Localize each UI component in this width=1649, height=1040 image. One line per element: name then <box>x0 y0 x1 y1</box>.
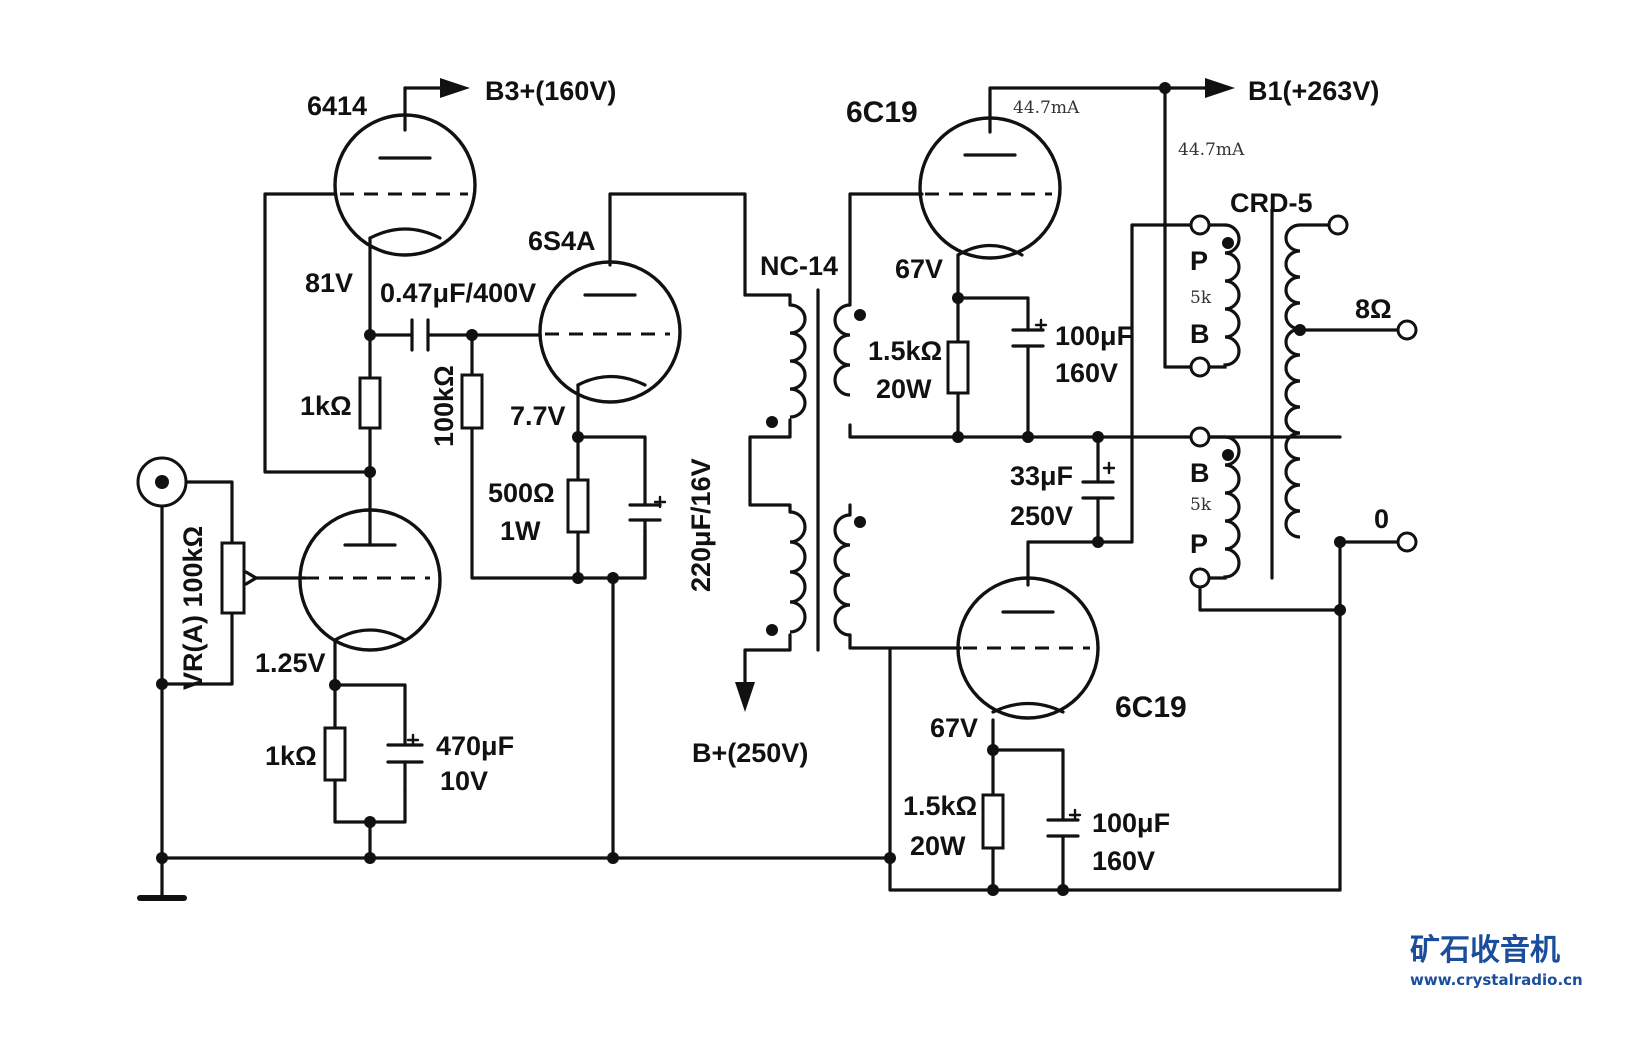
label-cap-047: 0.47μF/400V <box>380 278 536 308</box>
label-6414: 6414 <box>307 91 367 121</box>
watermark-url: www.crystalradio.cn <box>1410 971 1583 989</box>
label-b-bot: B <box>1190 458 1210 488</box>
label-bplus: B+(250V) <box>692 738 808 768</box>
label-160v-top: 160V <box>1055 358 1118 388</box>
label-b3: B3+(160V) <box>485 76 616 106</box>
label-77v: 7.7V <box>510 401 566 431</box>
label-6c19-top: 6C19 <box>846 96 918 129</box>
label-6c19-bottom: 6C19 <box>1115 691 1187 724</box>
label-1k-lower: 1kΩ <box>265 741 317 771</box>
label-current-b1: 44.7mA <box>1178 140 1245 160</box>
junction-dots <box>156 82 1346 896</box>
label-10v: 10V <box>440 766 488 796</box>
transformer-crd5 <box>1208 208 1301 580</box>
transformer-nc14 <box>766 288 866 652</box>
supply-arrows <box>403 78 1235 712</box>
polarity-marks <box>406 318 1116 822</box>
label-500: 500Ω <box>488 478 555 508</box>
label-b-top: B <box>1190 319 1210 349</box>
capacitors <box>386 318 1115 842</box>
label-15k-bot: 1.5kΩ <box>903 791 977 821</box>
label-5k-top: 5k <box>1190 288 1212 308</box>
label-8ohm: 8Ω <box>1355 294 1392 324</box>
label-160v-bot: 160V <box>1092 846 1155 876</box>
label-15k-top: 1.5kΩ <box>868 336 942 366</box>
resistors <box>220 340 1005 850</box>
tube-6414-upper <box>333 113 477 257</box>
label-220u: 220μF/16V <box>686 458 716 592</box>
tube-6414-lower <box>298 508 442 652</box>
label-33u: 33μF <box>1010 461 1073 491</box>
label-67v-bot: 67V <box>930 713 978 743</box>
tube-6s4a <box>538 260 682 404</box>
label-100k: 100kΩ <box>429 365 459 447</box>
label-p-bot: P <box>1190 529 1208 559</box>
label-p-top: P <box>1190 246 1208 276</box>
watermark: 矿石收音机 www.crystalradio.cn <box>1410 933 1583 989</box>
label-81v: 81V <box>305 268 353 298</box>
tube-6c19-top <box>918 116 1062 260</box>
label-100u-bot: 100μF <box>1092 808 1170 838</box>
label-125v: 1.25V <box>255 648 326 678</box>
label-6s4a: 6S4A <box>528 226 596 256</box>
label-20w-bot: 20W <box>910 831 966 861</box>
label-20w-top: 20W <box>876 374 932 404</box>
label-5k-bot: 5k <box>1190 495 1212 515</box>
tube-6c19-bottom <box>956 576 1100 720</box>
label-nc14: NC-14 <box>760 251 838 281</box>
watermark-name: 矿石收音机 <box>1410 933 1560 968</box>
label-100u-top: 100μF <box>1055 321 1133 351</box>
label-1w: 1W <box>500 516 541 546</box>
label-67v-top: 67V <box>895 254 943 284</box>
label-crd5: CRD-5 <box>1230 188 1313 218</box>
label-b1: B1(+263V) <box>1248 76 1379 106</box>
label-250v: 250V <box>1010 501 1073 531</box>
input-jack <box>136 456 188 508</box>
labels: 6414 B3+(160V) 6C19 44.7mA B1(+263V) 44.… <box>178 76 1392 876</box>
label-vr-a: VR(A) 100kΩ <box>178 526 208 690</box>
label-zero: 0 <box>1374 504 1389 534</box>
label-470u: 470μF <box>436 731 514 761</box>
open-terminals <box>1189 214 1418 589</box>
label-1k-upper: 1kΩ <box>300 391 352 421</box>
label-current-top: 44.7mA <box>1013 98 1080 118</box>
pot-wiper-arrow <box>244 570 258 586</box>
